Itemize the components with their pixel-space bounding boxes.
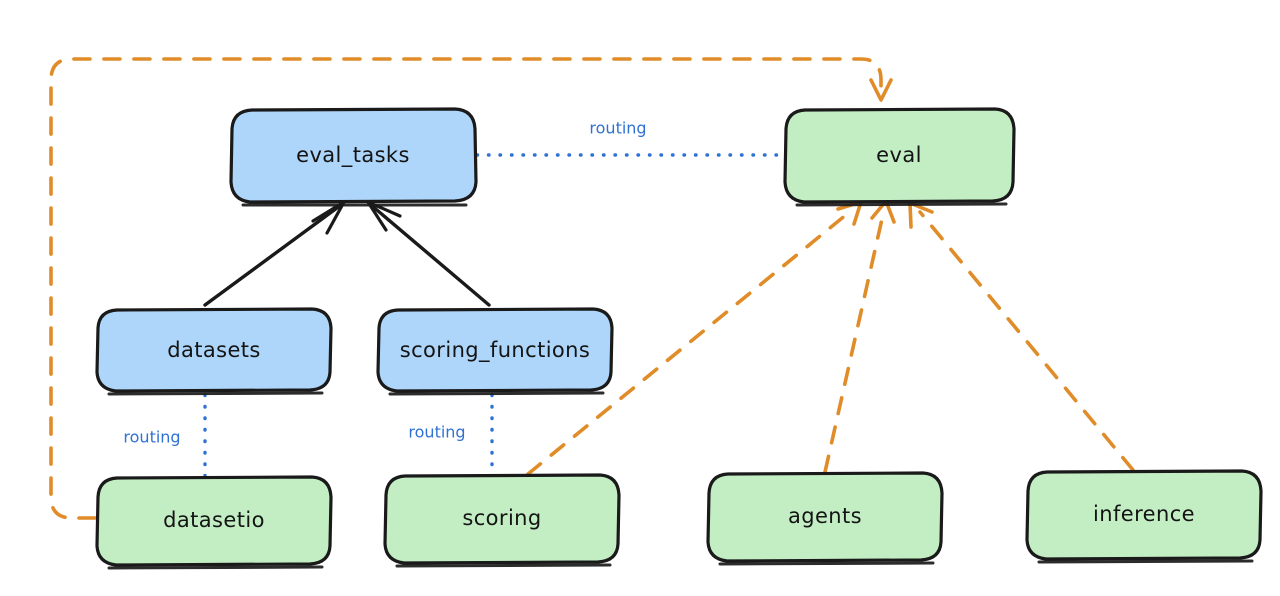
node-datasetio-shadow — [107, 565, 324, 570]
node-scoring-box[interactable] — [383, 473, 621, 565]
node-agents[interactable]: agents — [706, 471, 944, 566]
edge-datasets-eval_tasks-arrowhead — [311, 200, 346, 235]
edge-scoring_functions-eval_tasks-line — [369, 203, 491, 307]
node-datasets[interactable]: datasets — [95, 307, 333, 396]
edge-label-datasets-datasetio: routing — [123, 428, 180, 447]
edge-datasetio-eval-line — [49, 57, 883, 520]
node-agents-label: agents — [788, 504, 862, 528]
node-inference-shadow — [1037, 559, 1254, 564]
edge-datasets-eval_tasks-line — [203, 203, 343, 307]
node-scoring_functions-box[interactable] — [376, 307, 614, 393]
node-eval-label: eval — [876, 143, 922, 167]
node-eval_tasks-box[interactable] — [229, 107, 478, 204]
edge-datasetio-eval — [49, 57, 893, 520]
node-scoring_functions-shadow — [388, 391, 605, 396]
node-eval_tasks[interactable]: eval_tasks — [229, 107, 478, 207]
edge-scoring_functions-eval_tasks — [366, 200, 491, 307]
node-inference-label: inference — [1093, 502, 1195, 526]
edge-scoring-eval-line — [526, 208, 854, 476]
edge-label-scoring_functions-scoring: routing — [408, 423, 465, 442]
edge-agents-eval — [823, 199, 896, 474]
node-scoring[interactable]: scoring — [383, 473, 621, 568]
node-inference[interactable]: inference — [1025, 469, 1263, 564]
node-agents-shadow — [718, 561, 935, 566]
node-scoring-shadow — [395, 563, 612, 568]
node-scoring-label: scoring — [462, 506, 541, 530]
node-scoring_functions-label: scoring_functions — [400, 338, 590, 363]
node-scoring_functions[interactable]: scoring_functions — [376, 307, 614, 396]
edge-datasets-eval_tasks — [203, 200, 346, 307]
node-datasets-box[interactable] — [95, 307, 333, 393]
node-agents-box[interactable] — [706, 471, 944, 563]
node-datasetio-box[interactable] — [95, 475, 333, 567]
node-eval_tasks-label: eval_tasks — [296, 143, 410, 168]
edge-label-eval_tasks-eval: routing — [589, 119, 646, 138]
edge-inference-eval — [908, 201, 1135, 472]
node-eval-shadow — [795, 202, 1008, 207]
node-datasets-shadow — [107, 391, 324, 396]
node-datasets-label: datasets — [167, 338, 261, 362]
edge-agents-eval-line — [823, 208, 886, 474]
node-eval[interactable]: eval — [783, 107, 1016, 207]
edge-datasetio-eval-arrowhead — [869, 78, 893, 102]
node-datasetio[interactable]: datasetio — [95, 475, 333, 570]
edge-inference-eval-line — [918, 210, 1135, 472]
node-inference-box[interactable] — [1025, 469, 1263, 561]
node-eval-box[interactable] — [783, 107, 1016, 204]
node-datasetio-label: datasetio — [163, 508, 265, 532]
